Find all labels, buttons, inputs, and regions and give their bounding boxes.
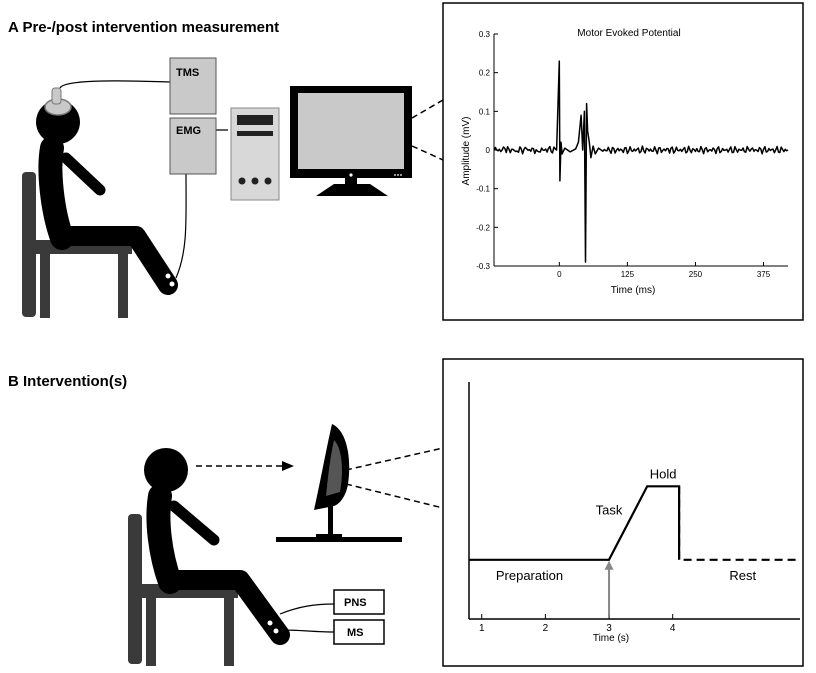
ms-box: MS: [333, 619, 385, 645]
trial-x-tick-label: 4: [670, 623, 676, 634]
pns-box: PNS: [333, 589, 385, 615]
mep-chart-title: Motor Evoked Potential: [577, 28, 680, 39]
mep-y-tick-label: -0.2: [476, 223, 490, 232]
monitor-a: [290, 86, 412, 196]
mep-y-tick-label: -0.3: [476, 262, 490, 271]
emg-label: EMG: [176, 125, 201, 137]
mep-trace: [493, 60, 789, 263]
zoom-lines-b: [345, 447, 444, 509]
mep-x-tick-label: 250: [689, 270, 703, 279]
zoom-lines-a: [411, 99, 444, 161]
phase-rest: Rest: [729, 568, 756, 583]
person-b: [144, 448, 290, 645]
mep-y-tick-label: 0: [486, 146, 491, 155]
phase-preparation: Preparation: [496, 568, 563, 583]
trial-x-label: Time (s): [593, 633, 629, 644]
trial-chart-frame: [442, 358, 804, 667]
phase-hold: Hold: [650, 466, 677, 481]
mep-y-tick-label: 0.3: [479, 30, 491, 39]
tms-box: TMS: [169, 57, 217, 115]
mep-x-label: Time (ms): [611, 285, 656, 296]
mep-y-tick-label: 0.2: [479, 69, 491, 78]
ms-label: MS: [347, 627, 364, 639]
cables-b: [279, 603, 335, 633]
tms-coil: [44, 87, 72, 116]
trial-rest-line: [678, 486, 800, 561]
trial-x-tick-label: 3: [606, 623, 612, 634]
phase-task: Task: [596, 503, 623, 518]
mep-x-tick-label: 0: [557, 270, 562, 279]
onset-arrow-head: [604, 560, 614, 570]
emg-box: EMG: [169, 117, 217, 175]
gaze-arrow: [196, 461, 294, 471]
trial-x-tick-label: 2: [543, 623, 549, 634]
trial-x-tick-label: 1: [479, 623, 485, 634]
mep-y-tick-label: -0.1: [476, 185, 490, 194]
pns-label: PNS: [344, 597, 367, 609]
panel-a-title: A Pre-/post intervention measurement: [8, 19, 279, 36]
mep-chart: Motor Evoked Potential Time (ms) Amplitu…: [461, 28, 789, 296]
tms-label: TMS: [176, 67, 199, 79]
mep-y-tick-label: 0.1: [479, 107, 491, 116]
panel-b-title: B Intervention(s): [8, 373, 127, 390]
mep-chart-frame: [442, 2, 804, 321]
trial-force-line: [469, 485, 681, 561]
mep-y-label: Amplitude (mV): [461, 117, 472, 186]
mep-x-tick-label: 125: [621, 270, 635, 279]
computer-tower: [230, 107, 280, 201]
monitor-b: [276, 424, 402, 542]
mep-x-tick-label: 375: [757, 270, 771, 279]
person-a: [36, 100, 178, 295]
